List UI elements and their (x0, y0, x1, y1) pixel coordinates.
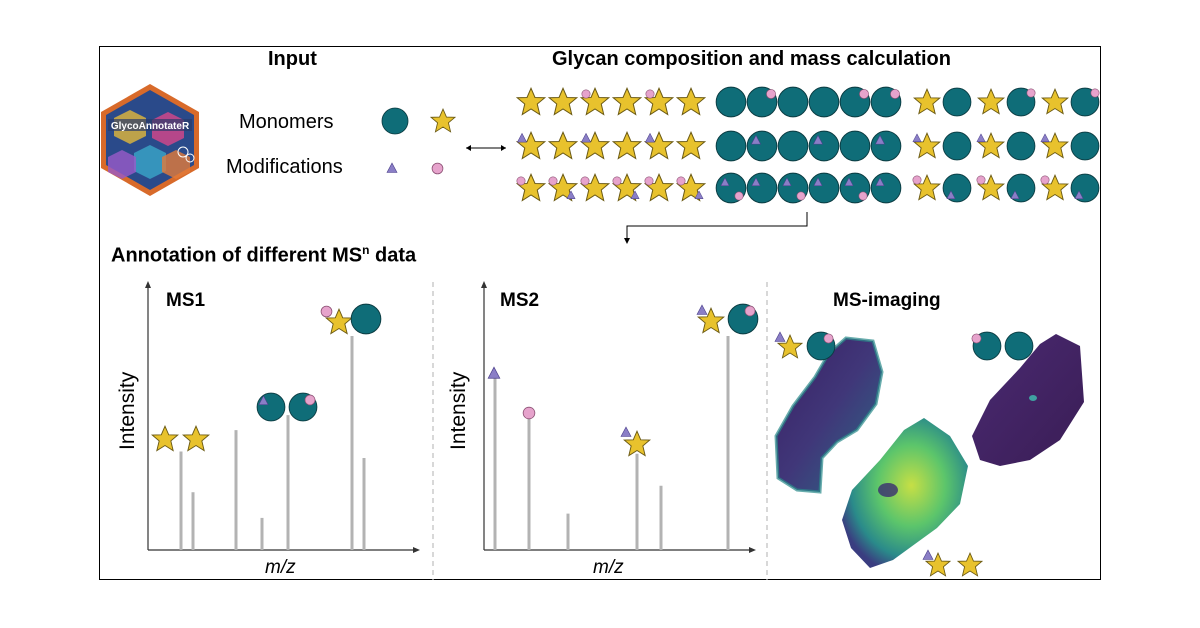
panel-ms2-title: MS2 (500, 290, 540, 311)
ms-imaging-label-star-star (922, 549, 983, 577)
grid-hexose (777, 130, 809, 162)
ms1-peak-label-star-hex (320, 303, 382, 335)
grid-hexose (746, 130, 778, 162)
ms-imaging-tissue-left (774, 336, 884, 494)
grid-dot (912, 175, 922, 185)
ms2-xlabel: m/z (593, 557, 624, 578)
ms-imaging-label-hex-hex (971, 331, 1034, 361)
grid-dot (858, 191, 868, 201)
grid-triangle (581, 133, 591, 143)
ms-imaging-tissue-center (842, 418, 968, 568)
grid-triangle (645, 133, 655, 143)
grid-hexose (870, 130, 902, 162)
grid-dot (1040, 175, 1050, 185)
ms2-peak-label-star-hex (696, 303, 759, 335)
grid-hexose (808, 86, 840, 118)
grid-dot (1026, 88, 1036, 98)
grid-dot (766, 89, 776, 99)
grid-hexose (808, 172, 840, 204)
grid-hexose (808, 130, 840, 162)
ms1-peak-label-star-star (151, 425, 210, 452)
grid-hexose (715, 86, 747, 118)
ms1-xlabel: m/z (265, 557, 296, 578)
annotation-heading: Annotation of different MSn data (111, 243, 417, 267)
grid-star (977, 88, 1005, 115)
ms2-peaks (493, 336, 730, 550)
grid-star (913, 88, 941, 115)
grid-dot (734, 191, 744, 201)
grid-dot (580, 176, 590, 186)
grid-hexose (746, 172, 778, 204)
panel-imaging-title: MS-imaging (833, 290, 941, 311)
grid-hexose (1006, 131, 1036, 161)
grid-dot (581, 89, 591, 99)
grid-triangle (912, 133, 922, 142)
grid-hexose (1070, 131, 1100, 161)
grid-star (1041, 88, 1069, 115)
glycoannotater-logo: GlycoAnnotateR (101, 84, 199, 196)
grid-hexose (942, 87, 972, 117)
input-heading: Input (268, 48, 317, 70)
ms2-peak-label-circle (522, 406, 536, 420)
grid-dot (1090, 88, 1100, 98)
grid-dot (676, 176, 686, 186)
ms2-peak-label-star (620, 426, 651, 457)
grid-star (548, 131, 578, 159)
composition-to-annotation-arrow (624, 212, 808, 244)
glycan-heading: Glycan composition and mass calculation (552, 48, 951, 70)
monomers-label: Monomers (239, 111, 334, 133)
grid-dot (976, 175, 986, 185)
grid-hexose (870, 172, 902, 204)
panel-ms1-title: MS1 (166, 290, 206, 311)
ms1-peaks (179, 336, 366, 550)
grid-star (516, 87, 546, 115)
grid-star (612, 87, 642, 115)
grid-triangle (1040, 133, 1050, 142)
grid-hexose (942, 131, 972, 161)
grid-hexose (715, 130, 747, 162)
grid-dot (516, 176, 526, 186)
grid-star (612, 131, 642, 159)
grid-star (548, 87, 578, 115)
glycan-composition-grid (516, 86, 1100, 204)
modification-legend (386, 162, 444, 175)
modifications-label: Modifications (226, 156, 343, 178)
grid-dot (859, 89, 869, 99)
grid-dot (796, 191, 806, 201)
grid-dot (612, 176, 622, 186)
ms2-peak-label-triangle (487, 366, 501, 379)
grid-dot (890, 89, 900, 99)
monomer-legend (381, 107, 456, 135)
grid-triangle (517, 133, 527, 143)
ms-imaging-label-star-hex (774, 331, 836, 361)
logo-text: GlycoAnnotateR (111, 121, 190, 132)
grid-hexose (839, 130, 871, 162)
grid-star (676, 131, 706, 159)
grid-triangle (976, 133, 986, 142)
ms-imaging-tissue-right (972, 334, 1084, 466)
grid-hexose (777, 86, 809, 118)
grid-dot (644, 176, 654, 186)
grid-star (676, 87, 706, 115)
input-to-composition-arrow (466, 145, 506, 151)
grid-dot (548, 176, 558, 186)
grid-dot (645, 89, 655, 99)
